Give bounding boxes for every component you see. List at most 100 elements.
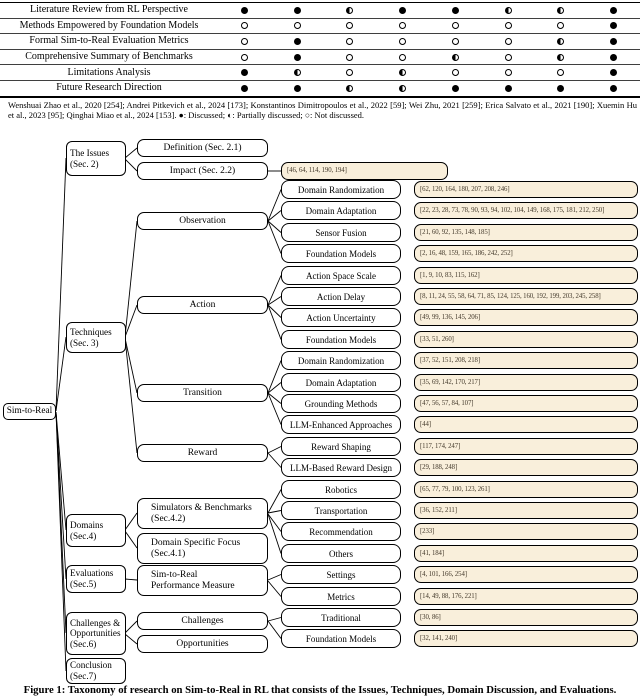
citation-box: [4, 101, 166, 254] (414, 566, 638, 583)
node-simulators-benchmarks: Simulators & Benchmarks (Sec.4.2) (137, 498, 268, 529)
citation-box: [46, 64, 114, 190, 194] (281, 162, 448, 180)
citation-box: [2, 16, 48, 159, 165, 186, 242, 252] (414, 245, 638, 262)
leaf-label: Foundation Models (281, 629, 401, 648)
taxonomy-leaf: Others [41, 184] (281, 544, 638, 563)
citation-box: [22, 23, 28, 73, 78, 90, 93, 94, 102, 10… (414, 202, 638, 219)
taxonomy-leaf: Foundation Models [32, 141, 240] (281, 629, 638, 648)
row-label: Formal Sim-to-Real Evaluation Metrics (29, 35, 189, 47)
cell (271, 50, 324, 65)
discussion-state-icon (346, 53, 354, 61)
discussion-state-icon (504, 6, 512, 14)
discussion-state-icon (240, 22, 248, 30)
cell (376, 3, 429, 18)
node-domains: Domains (Sec.4) (66, 514, 126, 547)
discussion-state-icon (293, 22, 301, 30)
taxonomy-leaf: LLM-Based Reward Design [29, 188, 248] (281, 458, 638, 477)
leaf-label: Action Space Scale (281, 266, 401, 285)
cell (271, 34, 324, 49)
discussion-state-icon (346, 69, 354, 77)
discussion-state-icon (557, 53, 565, 61)
discussion-state-icon (610, 22, 618, 30)
discussion-state-icon (451, 37, 459, 45)
cell (535, 65, 588, 80)
taxonomy-leaf: Recommendation [233] (281, 522, 638, 541)
node-evaluations: Evaluations (Sec.5) (66, 565, 126, 593)
taxonomy-leaf: Transportation [36, 152, 211] (281, 501, 638, 520)
discussion-state-icon (557, 84, 565, 92)
cell (535, 50, 588, 65)
leaf-label: Foundation Models (281, 244, 401, 263)
citation-box: [47, 56, 57, 84, 107] (414, 395, 638, 412)
discussion-state-icon (293, 84, 301, 92)
taxonomy-leaf: Robotics [65, 77, 79, 100, 123, 261] (281, 480, 638, 499)
leaf-label: Reward Shaping (281, 437, 401, 456)
taxonomy-leaf: Metrics [14, 49, 88, 176, 221] (281, 587, 638, 606)
discussion-state-icon (451, 84, 459, 92)
node-domain-specific-focus: Domain Specific Focus (Sec.4.1) (137, 533, 268, 564)
citation-box: [44] (414, 416, 638, 433)
cell (482, 81, 535, 96)
legend-text: Wenshuai Zhao et al., 2020 [254]; Andrei… (8, 100, 637, 120)
discussion-state-icon (346, 84, 354, 92)
discussion-state-icon (451, 53, 459, 61)
leaf-label: Domain Adaptation (281, 373, 401, 392)
cell (587, 34, 640, 49)
cell (429, 50, 482, 65)
discussion-coverage-table: Literature Review from RL Perspective Me… (0, 2, 640, 98)
cell (482, 19, 535, 34)
leaf-label: Settings (281, 565, 401, 584)
row-cells (218, 3, 640, 18)
leaf-label: Action Uncertainty (281, 308, 401, 327)
cell (324, 50, 377, 65)
discussion-state-icon (610, 53, 618, 61)
citation-box: [65, 77, 79, 100, 123, 261] (414, 481, 638, 498)
cell (587, 65, 640, 80)
cell (376, 50, 429, 65)
cell (535, 81, 588, 96)
table-row: Comprehensive Summary of Benchmarks (0, 50, 640, 66)
discussion-state-icon (610, 37, 618, 45)
leaf-label: Sensor Fusion (281, 223, 401, 242)
citation-box: [14, 49, 88, 176, 221] (414, 588, 638, 605)
discussion-state-icon (504, 37, 512, 45)
node-techniques: Techniques (Sec. 3) (66, 322, 126, 353)
citation-box: [233] (414, 523, 638, 540)
cell (482, 34, 535, 49)
discussion-state-icon (240, 69, 248, 77)
row-label: Literature Review from RL Perspective (30, 4, 188, 16)
node-reward: Reward (137, 444, 268, 462)
leaf-label: Grounding Methods (281, 394, 401, 413)
leaf-label: LLM-Enhanced Approaches (281, 415, 401, 434)
discussion-state-icon (293, 69, 301, 77)
row-label: Limitations Analysis (67, 66, 151, 78)
discussion-state-icon (399, 53, 407, 61)
node-sim-to-real: Sim-to-Real (3, 403, 56, 420)
cell (324, 3, 377, 18)
table-row: Literature Review from RL Perspective (0, 3, 640, 19)
row-label: Future Research Direction (56, 82, 162, 94)
node-definition: Definition (Sec. 2.1) (137, 139, 268, 157)
taxonomy-leaf: Foundation Models [2, 16, 48, 159, 165, … (281, 244, 638, 263)
discussion-state-icon (293, 6, 301, 14)
cell (429, 81, 482, 96)
cell (587, 81, 640, 96)
citation-box: [49, 99, 136, 145, 206] (414, 309, 638, 326)
taxonomy-leaf: Action Uncertainty [49, 99, 136, 145, 20… (281, 308, 638, 327)
node-the-issues: The Issues (Sec. 2) (66, 141, 126, 176)
citation-box: [117, 174, 247] (414, 438, 638, 455)
discussion-state-icon (240, 84, 248, 92)
citation-box: [21, 60, 92, 135, 148, 185] (414, 224, 638, 241)
citation-box: [33, 51, 260] (414, 331, 638, 348)
cell (218, 81, 271, 96)
cell (376, 65, 429, 80)
row-label: Comprehensive Summary of Benchmarks (25, 51, 193, 63)
cell (271, 3, 324, 18)
taxonomy-leaf: Domain Adaptation [22, 23, 28, 73, 78, 9… (281, 201, 638, 220)
cell (271, 19, 324, 34)
discussion-state-icon (240, 6, 248, 14)
node-action: Action (137, 296, 268, 314)
figure-caption: Figure 1: Taxonomy of research on Sim-to… (23, 684, 617, 696)
cell (376, 34, 429, 49)
discussion-state-icon (399, 84, 407, 92)
